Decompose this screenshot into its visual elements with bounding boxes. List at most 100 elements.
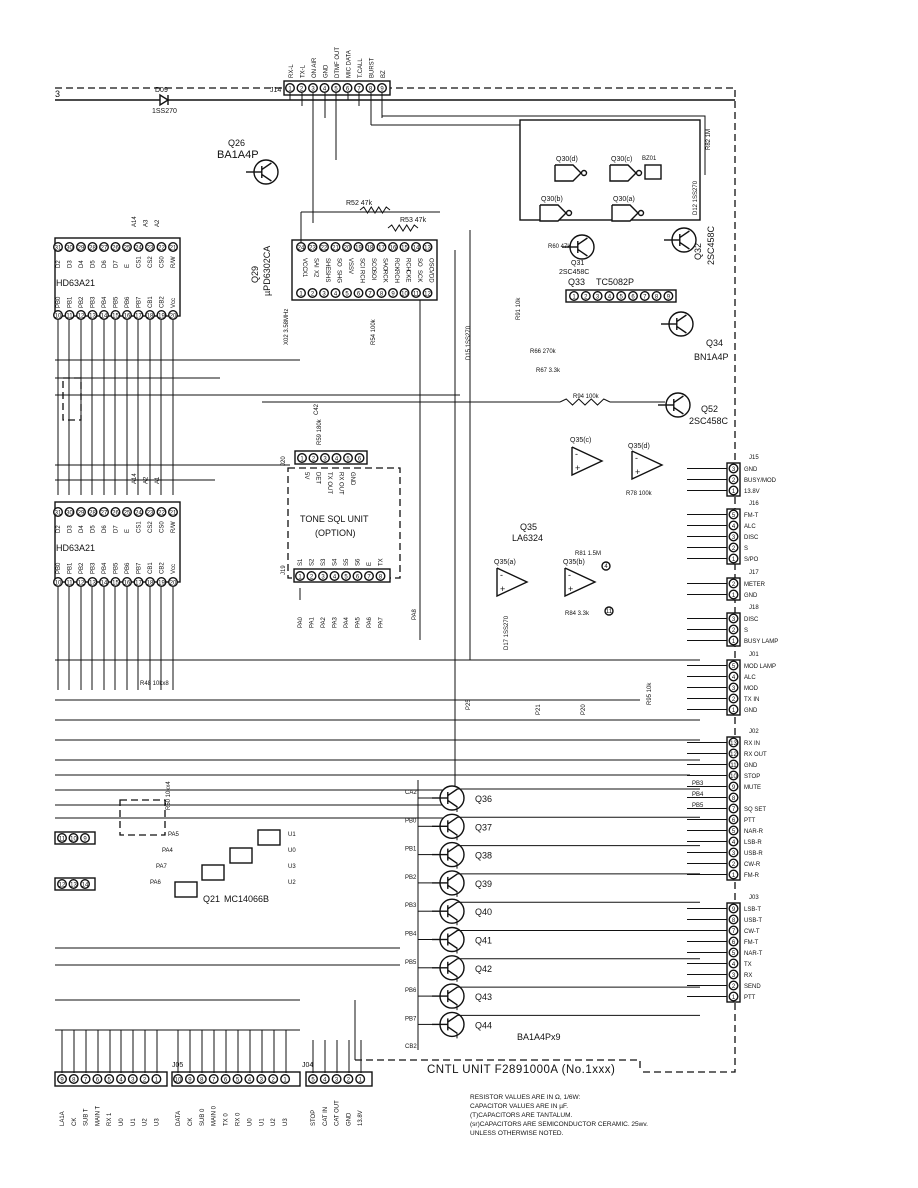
j05-signal: U2 xyxy=(271,1118,277,1126)
q33-ref: Q33 xyxy=(568,277,585,287)
pin-circle xyxy=(651,291,662,302)
q29-pin-label: SOI xyxy=(370,270,376,281)
q29-bottom-pin: 2 xyxy=(311,291,315,297)
j05-pin: 3 xyxy=(260,1077,264,1083)
q29-pin-label: RCH xyxy=(405,258,411,271)
test-point xyxy=(601,561,611,571)
q33-pin: 2 xyxy=(584,294,588,300)
resistor-label: R95 10k xyxy=(647,682,653,705)
transistor-emitter xyxy=(447,856,458,865)
pin-circle xyxy=(156,577,167,588)
transistor-collector xyxy=(447,873,458,882)
diode-label: D12 1SS270 xyxy=(693,180,699,215)
j02-pin xyxy=(728,836,739,847)
hd-lower-pin-label: CS0 xyxy=(160,521,166,533)
pin-circle xyxy=(352,571,363,582)
pin-circle xyxy=(156,507,167,518)
pin-circle xyxy=(319,1073,330,1084)
q29-top-pin: 17 xyxy=(378,245,385,251)
q29-top-pin: 16 xyxy=(390,245,397,251)
p-label: P20 xyxy=(581,704,587,715)
pin-circle xyxy=(342,288,353,299)
pin-circle xyxy=(628,291,639,302)
bottom-left-pin: 1 xyxy=(155,1077,159,1083)
note-line: (sr)CAPACITORS ARE SEMICONDUCTOR CERAMIC… xyxy=(470,1121,648,1128)
driver-ref: Q40 xyxy=(475,907,492,917)
pin-circle xyxy=(57,879,68,890)
j01-ref: J01 xyxy=(749,652,759,658)
q29-part: µPD6302CA xyxy=(262,246,272,296)
hd-lower-pin-label: D3 xyxy=(68,525,74,533)
j03-pin xyxy=(728,947,739,958)
crystal-label: X02 3.58MHz xyxy=(284,309,290,345)
hd-lower-top-pin: 25 xyxy=(124,510,131,516)
q29-ref: Q29 xyxy=(250,266,260,283)
q29-pin-label: SO xyxy=(416,258,422,267)
pin-circle xyxy=(365,241,376,252)
schematic-notes: RESISTOR VALUES ARE IN Ω, 1/6W: CAPACITO… xyxy=(470,1093,890,1138)
hd-upper-top-pin: 23 xyxy=(147,245,154,251)
connector-ref: J14 xyxy=(270,87,281,94)
j02-signal: GND xyxy=(744,763,758,769)
j16-pin xyxy=(728,531,739,542)
transistor-collector xyxy=(673,395,684,404)
hd-upper-top-pin: 27 xyxy=(101,245,108,251)
j02-pin xyxy=(728,748,739,759)
hd-lower-pin-label: D2 xyxy=(56,525,62,533)
transistor-collector xyxy=(261,162,272,171)
j02-pin xyxy=(728,847,739,858)
j20-pin: 6 xyxy=(358,456,362,462)
j03-signal: SEND xyxy=(744,984,761,990)
pin-circle xyxy=(411,241,422,252)
driver-input: PB2 xyxy=(405,875,417,881)
j18-ref: J18 xyxy=(749,605,759,611)
pin-circle xyxy=(307,241,318,252)
driver-ref: Q39 xyxy=(475,879,492,889)
j02-pin xyxy=(728,858,739,869)
pin-circle xyxy=(53,507,64,518)
pin-circle xyxy=(342,82,353,93)
bottom-left-signal: CK xyxy=(72,1118,78,1126)
pin-circle xyxy=(139,1073,150,1084)
addr-label: A3 xyxy=(144,219,150,227)
tone-signal: E xyxy=(367,562,373,566)
q31-part: 2SC458C xyxy=(559,269,589,276)
tone-signal: 5V xyxy=(303,472,309,479)
pin-circle xyxy=(268,1073,279,1084)
q29-bottom-pin: 8 xyxy=(380,291,384,297)
pin-circle xyxy=(296,82,307,93)
j15-signal: GND xyxy=(744,467,758,473)
j03-signal: NAR-T xyxy=(744,951,763,957)
j15-pin xyxy=(728,485,739,496)
test-point xyxy=(604,606,614,616)
hd-lower-pin-label: PB3 xyxy=(91,562,97,574)
q29-bottom-pin: 6 xyxy=(357,291,361,297)
q21-ref: Q21 xyxy=(203,894,220,904)
page-reference: 3 xyxy=(55,89,60,99)
q26-ref: Q26 xyxy=(228,138,245,148)
j02-signal: SQ SET xyxy=(744,807,766,813)
pin-circle xyxy=(232,1073,243,1084)
driver-input: PB4 xyxy=(405,932,417,938)
opamp-minus: - xyxy=(568,570,571,580)
pin-circle xyxy=(580,291,591,302)
hd-upper-top-pin: 22 xyxy=(158,245,165,251)
j02-signal: PTT xyxy=(744,818,756,824)
driver-ref: Q42 xyxy=(475,964,492,974)
hd-upper-pin-label: D3 xyxy=(68,260,74,268)
hd-upper-pin-label: D4 xyxy=(79,260,85,268)
j14-signal: GND xyxy=(324,64,330,78)
hd-lower-pin-label: PB2 xyxy=(79,562,85,574)
j01-signal: ALC xyxy=(744,675,756,681)
pin-circle xyxy=(121,310,132,321)
j03-pin-number: 3 xyxy=(732,973,736,979)
j14-signal: TX-L xyxy=(301,64,307,78)
j03-pin-number: 7 xyxy=(732,929,736,935)
j05-signal: U1 xyxy=(259,1118,265,1126)
j19-pin: 6 xyxy=(356,574,360,580)
driver-input: PB0 xyxy=(405,818,417,824)
wire xyxy=(382,115,706,175)
j02-pin xyxy=(728,814,739,825)
q29-top-pin: 18 xyxy=(367,245,374,251)
